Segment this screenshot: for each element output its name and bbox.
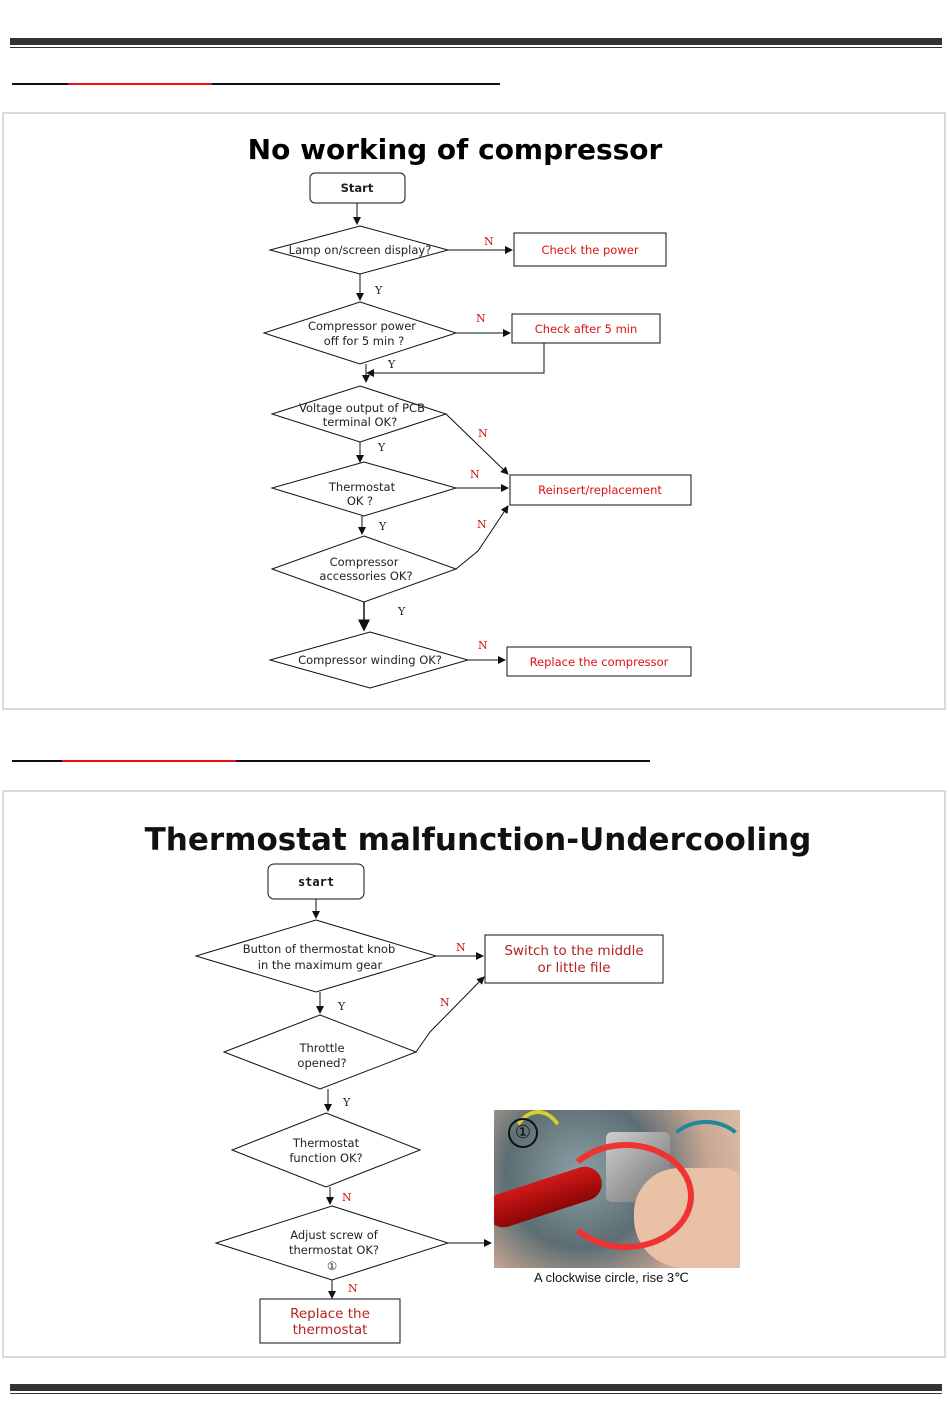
decision-compressor-accessories-line1: Compressor bbox=[330, 555, 399, 569]
branch-no: N bbox=[470, 468, 480, 481]
decision-lamp-on-label: Lamp on/screen display? bbox=[289, 243, 432, 257]
decision-throttle-opened-line2: opened? bbox=[297, 1056, 346, 1070]
branch-yes: Y bbox=[342, 1096, 351, 1109]
page-title: No working of compressor bbox=[248, 133, 663, 166]
decision-compressor-winding bbox=[268, 631, 470, 689]
decision-thermostat-ok-line1: Thermostat bbox=[328, 480, 396, 494]
action-switch-middle-line2: or little file bbox=[537, 960, 610, 976]
decision-throttle-opened-line1: Throttle bbox=[298, 1041, 344, 1055]
photo-step-number: ① bbox=[508, 1118, 538, 1148]
decision-compressor-power-off-line2: off for 5 min ? bbox=[324, 334, 405, 348]
action-replace-compressor bbox=[506, 646, 692, 677]
flowchart-panel-thermostat: Thermostat malfunction-Undercooling star… bbox=[2, 790, 946, 1358]
start-label: start bbox=[298, 875, 334, 889]
branch-yes: Y bbox=[337, 1000, 346, 1013]
action-switch-middle bbox=[484, 934, 664, 984]
section-rule-1 bbox=[12, 83, 500, 85]
decision-throttle-opened bbox=[222, 1014, 418, 1090]
flowchart-compressor: No working of compressor Start Lamp on/s… bbox=[248, 133, 692, 689]
photo-caption: A clockwise circle, rise 3℃ bbox=[534, 1270, 689, 1285]
branch-yes: Y bbox=[377, 441, 386, 454]
decision-compressor-power-off-line1: Compressor power bbox=[308, 319, 416, 333]
decision-thermostat-function bbox=[230, 1112, 422, 1188]
decision-thermostat-function-line2: function OK? bbox=[289, 1151, 362, 1165]
decision-voltage-output-line1: Voltage output of PCB bbox=[299, 401, 425, 415]
action-check-power-label: Check the power bbox=[541, 243, 638, 257]
branch-no: N bbox=[477, 518, 487, 531]
start-label: Start bbox=[341, 181, 374, 195]
action-reinsert-replacement-label: Reinsert/replacement bbox=[538, 483, 662, 497]
action-check-after-5-min-label: Check after 5 min bbox=[535, 322, 638, 336]
decision-thermostat-function-line1: Thermostat bbox=[292, 1136, 360, 1150]
decision-thermostat-ok-line2: OK ? bbox=[347, 494, 373, 508]
decision-compressor-winding-label: Compressor winding OK? bbox=[298, 653, 442, 667]
flowchart-thermostat: Thermostat malfunction-Undercooling star… bbox=[145, 822, 812, 1344]
section-title: Thermostat malfunction-Undercooling bbox=[145, 822, 812, 858]
branch-no: N bbox=[484, 235, 494, 248]
branch-no: N bbox=[456, 941, 466, 954]
decision-compressor-accessories-line2: accessories OK? bbox=[319, 569, 412, 583]
action-replace-compressor-label: Replace the compressor bbox=[530, 655, 669, 669]
decision-compressor-power-off bbox=[262, 301, 458, 365]
top-page-rule bbox=[10, 38, 942, 48]
bottom-page-rule bbox=[10, 1384, 942, 1394]
branch-no: N bbox=[440, 996, 450, 1009]
branch-no: N bbox=[476, 312, 486, 325]
branch-no: N bbox=[478, 639, 488, 652]
branch-no: N bbox=[348, 1282, 358, 1295]
decision-thermostat-ok bbox=[270, 461, 458, 517]
thermostat-adjustment-photo: ① bbox=[494, 1110, 740, 1268]
branch-no: N bbox=[342, 1191, 352, 1204]
action-replace-thermostat-line2: thermostat bbox=[293, 1322, 368, 1338]
branch-no: N bbox=[478, 427, 488, 440]
action-check-power bbox=[513, 232, 667, 267]
decision-adjust-screw-marker: ① bbox=[327, 1259, 337, 1273]
action-switch-middle-line1: Switch to the middle bbox=[504, 943, 643, 959]
branch-yes: Y bbox=[387, 358, 396, 371]
decision-adjust-screw-line2: thermostat OK? bbox=[289, 1243, 379, 1257]
section-rule-2 bbox=[12, 760, 650, 762]
action-replace-thermostat-line1: Replace the bbox=[290, 1306, 370, 1322]
branch-yes: Y bbox=[374, 284, 383, 297]
decision-knob-max-gear-line1: Button of thermostat knob bbox=[243, 942, 396, 956]
action-check-after-5-min bbox=[511, 313, 661, 344]
action-replace-thermostat bbox=[259, 1298, 401, 1344]
decision-knob-max-gear bbox=[194, 919, 438, 993]
decision-voltage-output-line2: terminal OK? bbox=[323, 415, 397, 429]
decision-knob-max-gear-line2: in the maximum gear bbox=[258, 958, 383, 972]
flowchart-panel-compressor: No working of compressor Start Lamp on/s… bbox=[2, 112, 946, 710]
branch-yes: Y bbox=[397, 605, 406, 618]
action-reinsert-replacement bbox=[509, 474, 692, 506]
decision-adjust-screw-line1: Adjust screw of bbox=[290, 1228, 379, 1242]
branch-yes: Y bbox=[378, 520, 387, 533]
